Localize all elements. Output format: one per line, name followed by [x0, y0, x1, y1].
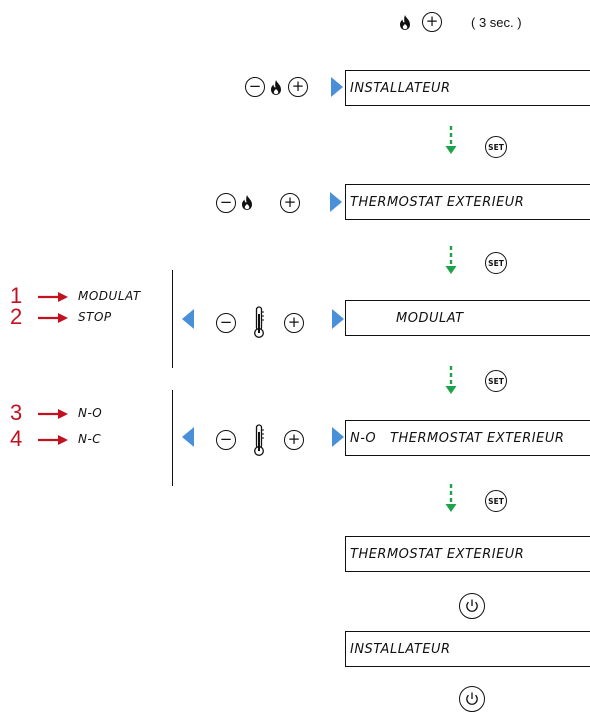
power-button[interactable]	[459, 686, 485, 712]
option-label-stop: STOP	[78, 310, 112, 324]
arrow-right-icon	[38, 435, 68, 445]
display-screen: THERMOSTAT EXTERIEUR	[345, 184, 590, 220]
hold-duration-note: ( 3 sec. )	[471, 15, 522, 30]
power-icon	[466, 692, 478, 705]
thermometer-icon	[254, 424, 264, 456]
divider	[172, 390, 174, 486]
set-button[interactable]: SET	[485, 370, 507, 392]
dashed-arrow-down-icon	[445, 366, 457, 394]
arrow-right-icon	[38, 292, 68, 302]
option-label-n-o: N-O	[78, 406, 103, 420]
display-screen: INSTALLATEUR	[345, 631, 590, 667]
triangle-left-icon	[182, 427, 194, 447]
set-button[interactable]: SET	[485, 252, 507, 274]
set-button[interactable]: SET	[485, 490, 507, 512]
option-number-1: 1	[10, 283, 23, 308]
plus-button[interactable]: +	[284, 430, 304, 450]
power-button[interactable]	[459, 593, 485, 619]
plus-button[interactable]: +	[288, 77, 308, 97]
minus-button[interactable]: −	[245, 77, 265, 97]
dashed-arrow-down-icon	[445, 484, 457, 512]
plus-button[interactable]: +	[280, 193, 300, 213]
divider	[172, 270, 174, 368]
flame-icon	[400, 15, 410, 30]
option-label-n-c: N-C	[78, 432, 102, 446]
plus-button[interactable]: +	[284, 313, 304, 333]
arrow-right-icon	[38, 409, 68, 419]
dashed-arrow-down-icon	[445, 126, 457, 154]
minus-button[interactable]: −	[216, 193, 236, 213]
triangle-left-icon	[182, 309, 194, 329]
arrow-right-icon	[38, 313, 68, 323]
display-screen: MODULAT	[345, 300, 590, 336]
minus-button[interactable]: −	[216, 313, 236, 333]
dashed-arrow-down-icon	[445, 246, 457, 274]
plus-button[interactable]: +	[422, 12, 442, 32]
option-number-4: 4	[10, 426, 23, 451]
display-screen: N-O THERMOSTAT EXTERIEUR	[345, 420, 590, 456]
option-number-2: 2	[10, 304, 23, 329]
flame-icon	[242, 195, 252, 210]
option-number-3: 3	[10, 400, 23, 425]
set-button[interactable]: SET	[485, 136, 507, 158]
power-icon	[466, 599, 478, 612]
triangle-right-icon	[331, 77, 343, 97]
flame-icon	[271, 80, 281, 95]
triangle-right-icon	[332, 309, 344, 329]
triangle-right-icon	[332, 427, 344, 447]
minus-button[interactable]: −	[216, 430, 236, 450]
option-label-modulat: MODULAT	[78, 289, 141, 303]
display-screen: THERMOSTAT EXTERIEUR	[345, 536, 590, 572]
display-screen: INSTALLATEUR	[345, 70, 590, 106]
triangle-right-icon	[330, 192, 342, 212]
thermometer-icon	[254, 306, 264, 338]
